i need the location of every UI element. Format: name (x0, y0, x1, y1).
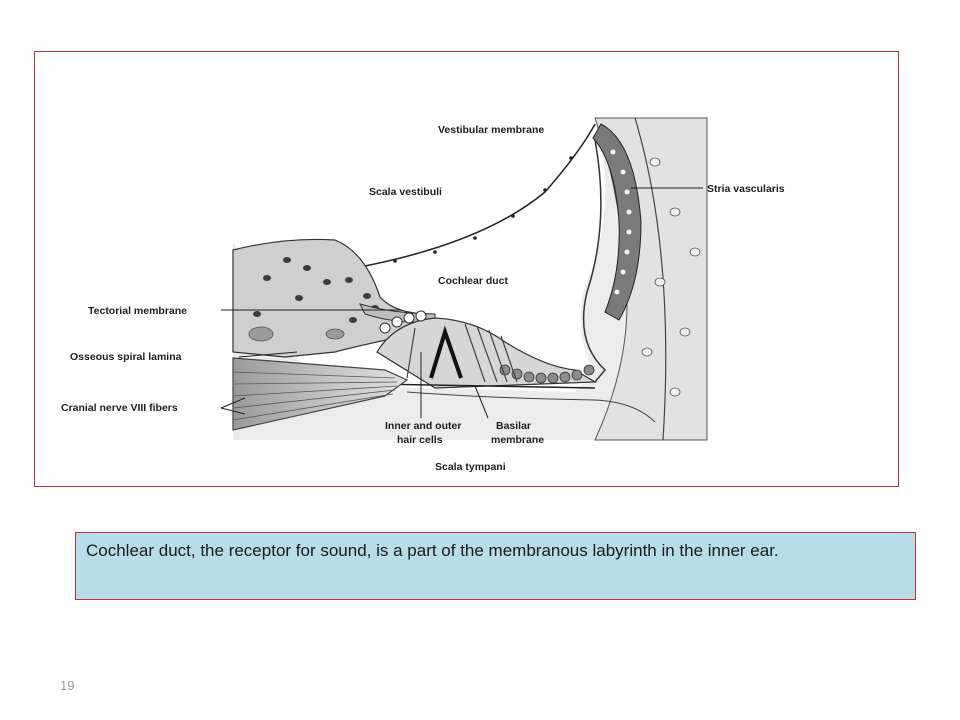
bone-background (233, 118, 707, 440)
label-tectorial-membrane: Tectorial membrane (88, 305, 187, 317)
osseous-spiral-lamina (232, 357, 409, 431)
leader-basilar (474, 385, 489, 419)
slide-number: 19 (60, 678, 75, 693)
label-osseous-spiral-lamina: Osseous spiral lamina (70, 351, 182, 363)
label-basilar-line2: membrane (491, 434, 544, 446)
label-scala-tympani: Scala tympani (435, 461, 506, 473)
stria-vascularis (592, 123, 642, 321)
label-hair-cells-line2: hair cells (397, 434, 443, 446)
label-cranial-nerve-fibers: Cranial nerve VIII fibers (61, 402, 178, 414)
leader-osseous (238, 351, 298, 358)
leader-cranial-b (220, 407, 246, 415)
label-scala-vestibuli: Scala vestibuli (369, 186, 442, 198)
caption-box: Cochlear duct, the receptor for sound, i… (75, 532, 916, 600)
cochlear-duct-wall (582, 139, 607, 383)
label-stria-vascularis: Stria vascularis (707, 183, 785, 195)
label-hair-cells-line1: Inner and outer (385, 420, 461, 432)
leader-cranial-a (220, 397, 246, 409)
basilar-membrane-line (374, 383, 596, 389)
label-basilar-line1: Basilar (496, 420, 531, 432)
cochlea-diagram: Vestibular membrane Scala vestibuli Stri… (61, 117, 785, 473)
label-cochlear-duct: Cochlear duct (438, 275, 509, 287)
pillar-cells (429, 325, 463, 379)
figure-frame: Vestibular membrane Scala vestibuli Stri… (34, 51, 899, 487)
outer-bone-line (634, 117, 667, 441)
label-vestibular-membrane: Vestibular membrane (438, 124, 544, 136)
scala-tympani-floor (406, 391, 656, 423)
vestibular-membrane-line (364, 123, 596, 267)
caption-text: Cochlear duct, the receptor for sound, i… (86, 541, 779, 560)
